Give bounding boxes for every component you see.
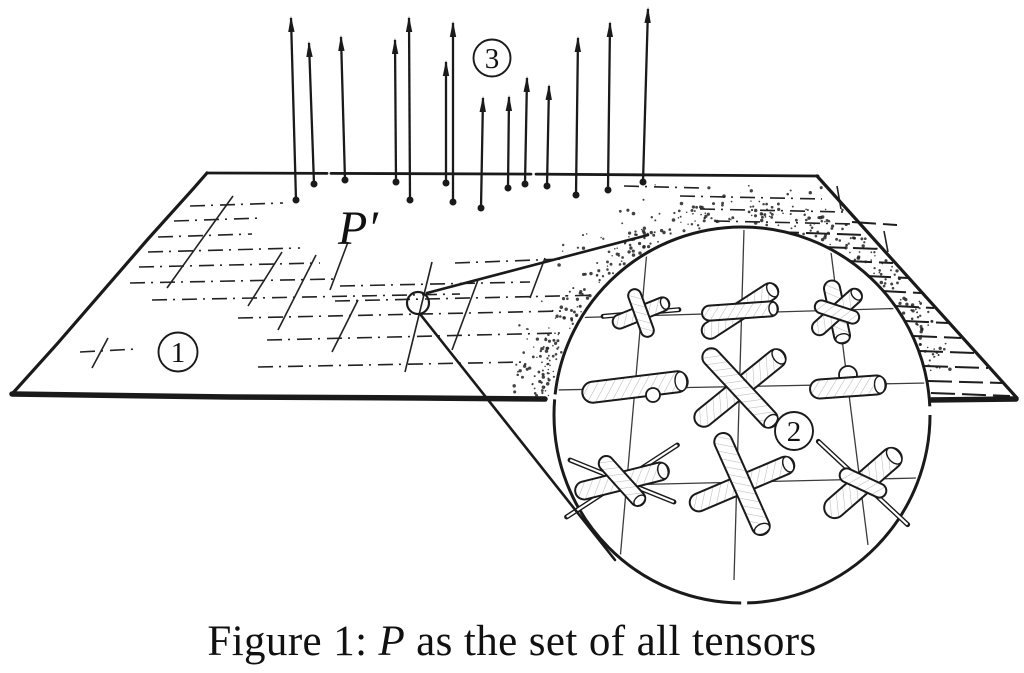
plane-bottom-edge-right: [925, 396, 1019, 403]
plane-top-edge: [205, 171, 820, 178]
grid-slant-line: [91, 337, 109, 369]
hatch-line: [930, 392, 1011, 397]
tensor-glyphs: [564, 279, 911, 537]
grid-slant-line: [247, 251, 283, 307]
tensor-glyph: [600, 288, 682, 338]
vector-arrow: [442, 60, 450, 187]
tensor-glyph: [564, 442, 680, 520]
grid-dash-line: [138, 262, 321, 268]
grid-dash-line: [699, 208, 846, 213]
vector-arrow: [449, 21, 457, 206]
vector-arrow: [504, 95, 513, 192]
hatch-line: [847, 260, 894, 264]
grid-slant-line: [329, 241, 349, 291]
vector-arrow: [288, 16, 300, 204]
caption-prefix: Figure 1:: [207, 618, 368, 665]
grid-dash-line: [129, 278, 336, 284]
hatch-line: [923, 365, 989, 369]
grid-slant-line: [883, 230, 889, 253]
tensor-glyph: [581, 370, 689, 404]
hatch-line: [927, 380, 1003, 384]
vector-arrow: [477, 96, 486, 212]
magnifier-grid-line: [733, 230, 745, 581]
grid-dash-line: [714, 220, 854, 225]
plane-right-hatching: [774, 221, 1011, 397]
grid-dash-line: [189, 202, 284, 207]
grid-dash-line: [147, 247, 301, 253]
tensor-glyph: [809, 365, 887, 400]
grid-dash-line: [151, 293, 461, 301]
tensor-glyph: [688, 431, 796, 537]
plane-bottom-edge: [9, 391, 548, 402]
hatch-line: [894, 305, 935, 309]
vector-arrow: [572, 36, 582, 199]
hatch-line: [881, 290, 922, 294]
plane-grid-slants: [91, 185, 889, 373]
grid-dash-line: [679, 195, 823, 200]
grid-dash-line: [623, 185, 701, 189]
hatch-line: [866, 275, 909, 279]
zoom-cone-lower-line: [418, 312, 617, 562]
stipple-shading: [512, 184, 952, 398]
zoom-source-circle: [405, 290, 431, 316]
vector-arrow: [405, 16, 414, 204]
label-region-plane: 1: [157, 331, 199, 373]
hatch-line: [904, 320, 949, 324]
plane-symbol-label: P′: [337, 202, 379, 255]
grid-slant-line: [451, 279, 479, 351]
label-1-text: 1: [171, 337, 186, 369]
hatch-line: [918, 350, 976, 354]
vector-arrow: [391, 38, 400, 186]
caption-P-symbol: P: [378, 618, 406, 665]
caption-suffix: as the set of all tensors: [416, 618, 817, 665]
vector-arrow: [338, 35, 349, 184]
grid-slant-line: [529, 257, 546, 299]
grid-slant-line: [166, 195, 234, 289]
vector-arrow: [543, 84, 552, 190]
grid-dash-line: [257, 361, 526, 368]
tensor-glyph: [811, 279, 863, 345]
plane-right-edge: [815, 174, 1019, 400]
label-2-text: 2: [787, 416, 802, 448]
grid-slant-line: [277, 254, 317, 331]
grid-dash-line: [237, 310, 563, 319]
grid-dash-line: [266, 332, 561, 341]
normal-vectors: [288, 7, 651, 212]
tensor-glyph: [815, 438, 911, 528]
label-2-circle: [774, 411, 814, 451]
grid-slant-line: [836, 185, 842, 210]
label-1-circle: [157, 331, 199, 373]
grid-dash-line: [339, 281, 531, 287]
vector-arrow: [306, 41, 318, 188]
hatch-line: [821, 246, 882, 250]
vector-arrow: [521, 76, 530, 188]
grid-dash-line: [173, 217, 263, 222]
zoom-cone-upper-line: [425, 233, 650, 295]
label-region-vectors: 3: [472, 38, 512, 78]
label-3-circle: [472, 38, 512, 78]
tensor-glyph: [700, 282, 780, 340]
grid-slant-line: [331, 299, 359, 353]
grid-slant-line: [404, 261, 433, 373]
grid-dash-line: [79, 348, 138, 353]
vector-arrow: [604, 21, 614, 194]
label-region-tensors: 2: [774, 411, 814, 451]
plane-left-edge: [10, 171, 209, 396]
vector-arrow: [639, 7, 651, 186]
label-3-text: 3: [485, 43, 500, 75]
tensor-glyph: [693, 347, 787, 429]
grid-dash-line: [334, 293, 649, 302]
